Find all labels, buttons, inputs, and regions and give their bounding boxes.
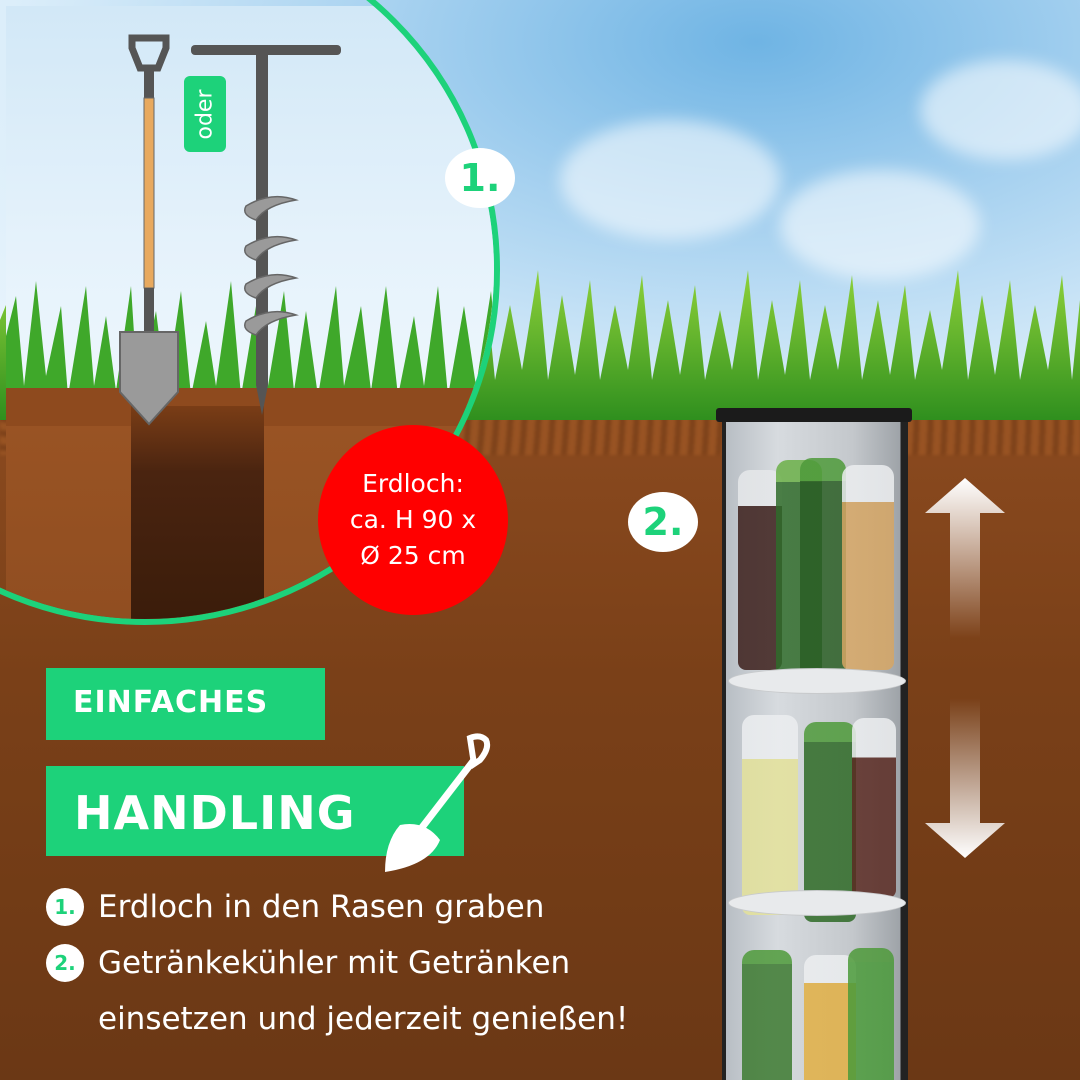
spade-icon [119, 34, 179, 426]
shovel-icon [385, 733, 491, 872]
bottle [804, 722, 856, 922]
bottle [842, 465, 894, 670]
bottle [742, 950, 792, 1080]
step-list-item: 1. Erdloch in den Rasen graben [46, 888, 544, 926]
step-list-item-continued: einsetzen und jederzeit genießen! [98, 1001, 629, 1037]
cloud [560, 120, 780, 240]
cooler-shelf [728, 890, 906, 916]
step-2-badge: 2. [628, 492, 698, 552]
bottle [742, 715, 798, 915]
bottle [800, 458, 846, 686]
headline-einfaches: EINFACHES [46, 668, 325, 740]
cooler-shelf [728, 668, 906, 694]
alternative-label: oder [184, 76, 226, 152]
cloud [920, 60, 1080, 160]
bottle [852, 718, 896, 898]
hole-dimensions-badge: Erdloch: ca. H 90 x Ø 25 cm [318, 425, 508, 615]
bottle [738, 470, 782, 670]
step-list-item: 2. Getränkekühler mit Getränken [46, 944, 570, 982]
step-number: 1. [46, 888, 84, 926]
bottle [804, 955, 856, 1080]
earth-auger-icon [191, 45, 341, 415]
step-1-badge: 1. [445, 148, 515, 208]
cloud [780, 170, 980, 280]
up-down-arrow-icon [925, 478, 1005, 858]
dug-hole [131, 406, 264, 619]
cooler-lid [716, 408, 912, 422]
bottle [848, 948, 894, 1080]
step-number: 2. [46, 944, 84, 982]
